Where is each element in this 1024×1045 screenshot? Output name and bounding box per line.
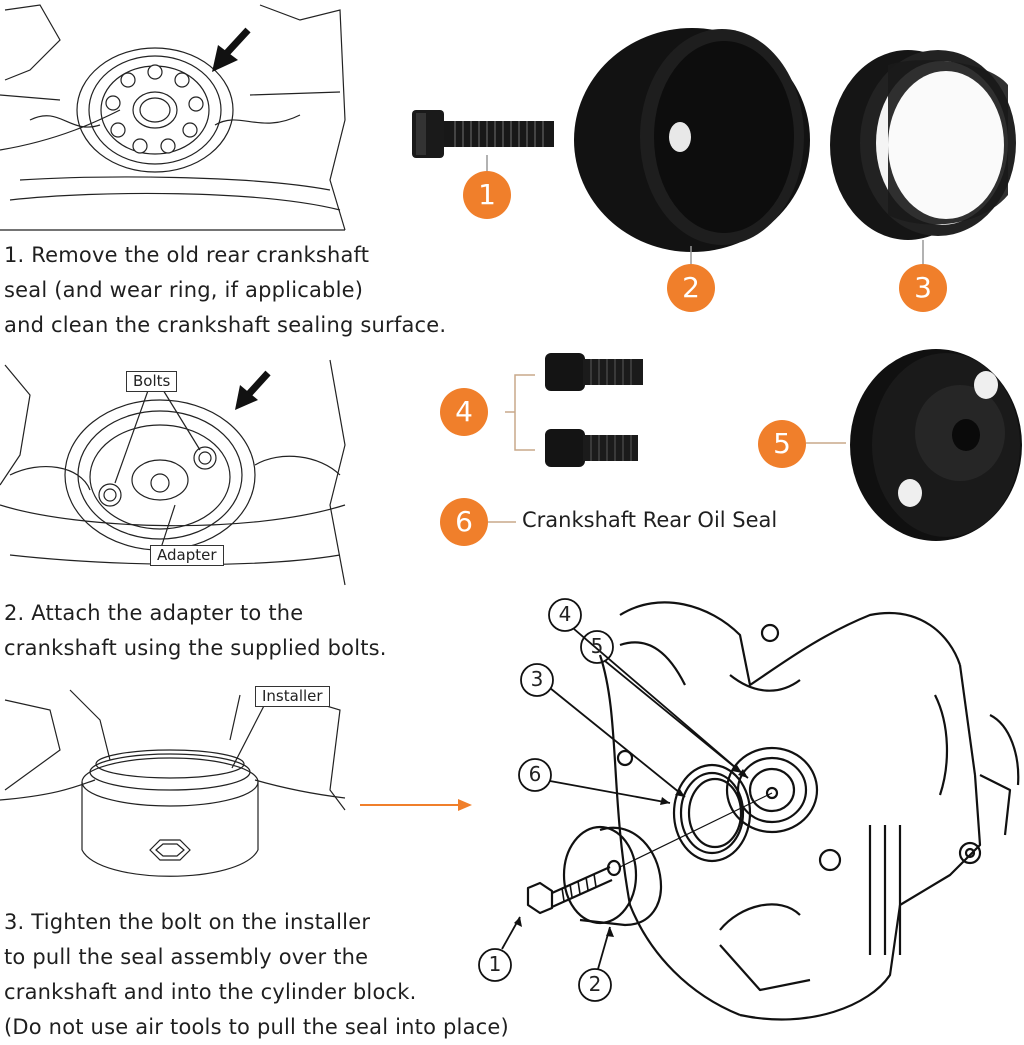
orange-arrow-icon (360, 799, 472, 811)
pointer-arrow-icon (212, 27, 251, 72)
step3-installer-drawing (0, 689, 346, 877)
step1-instructions: 1. Remove the old rear crankshaft seal (… (4, 238, 446, 343)
part3-badge: 3 (899, 264, 947, 312)
exploded-label-1: 1 (488, 952, 502, 976)
step1-line2: seal (and wear ring, if applicable) (4, 278, 364, 302)
step2-line2: crankshaft using the supplied bolts. (4, 636, 387, 660)
part5-badge: 5 (758, 420, 806, 468)
step3-line4: (Do not use air tools to pull the seal i… (4, 1015, 509, 1039)
step1-line1: 1. Remove the old rear crankshaft (4, 243, 370, 267)
part5-leader (806, 442, 846, 444)
part2-leader (690, 246, 692, 264)
part6-badge: 6 (440, 498, 488, 546)
exploded-label-5: 5 (590, 634, 604, 658)
step1-engine-drawing (0, 4, 346, 231)
exploded-installation-diagram (478, 598, 1020, 1021)
step3-line2: to pull the seal assembly over the (4, 945, 369, 969)
exploded-label-6: 6 (528, 762, 542, 786)
step3-line3: crankshaft and into the cylinder block. (4, 980, 417, 1004)
adapter-callout: Adapter (150, 545, 224, 566)
step1-line3: and clean the crankshaft sealing surface… (4, 313, 447, 337)
step2-instructions: 2. Attach the adapter to the crankshaft … (4, 596, 387, 666)
part4-badge: 4 (440, 388, 488, 436)
part1-bolt (412, 110, 554, 158)
part3-leader (922, 240, 924, 264)
exploded-label-4: 4 (558, 602, 572, 626)
part4-bolts (505, 353, 643, 467)
bolts-callout: Bolts (126, 371, 178, 392)
step3-line1: 3. Tighten the bolt on the installer (4, 910, 371, 934)
installer-callout: Installer (255, 686, 330, 707)
step2-line1: 2. Attach the adapter to the (4, 601, 304, 625)
part2-installer-cup (574, 28, 810, 252)
step3-instructions: 3. Tighten the bolt on the installer to … (4, 905, 509, 1045)
part5-adapter (850, 349, 1022, 541)
seal-caption: Crankshaft Rear Oil Seal (522, 508, 778, 532)
part2-badge: 2 (667, 264, 715, 312)
pointer-arrow-icon (235, 370, 271, 410)
part6-leader (488, 521, 516, 523)
part1-badge: 1 (463, 171, 511, 219)
exploded-label-2: 2 (588, 972, 602, 996)
part3-ring (830, 50, 1016, 240)
exploded-label-3: 3 (530, 667, 544, 691)
